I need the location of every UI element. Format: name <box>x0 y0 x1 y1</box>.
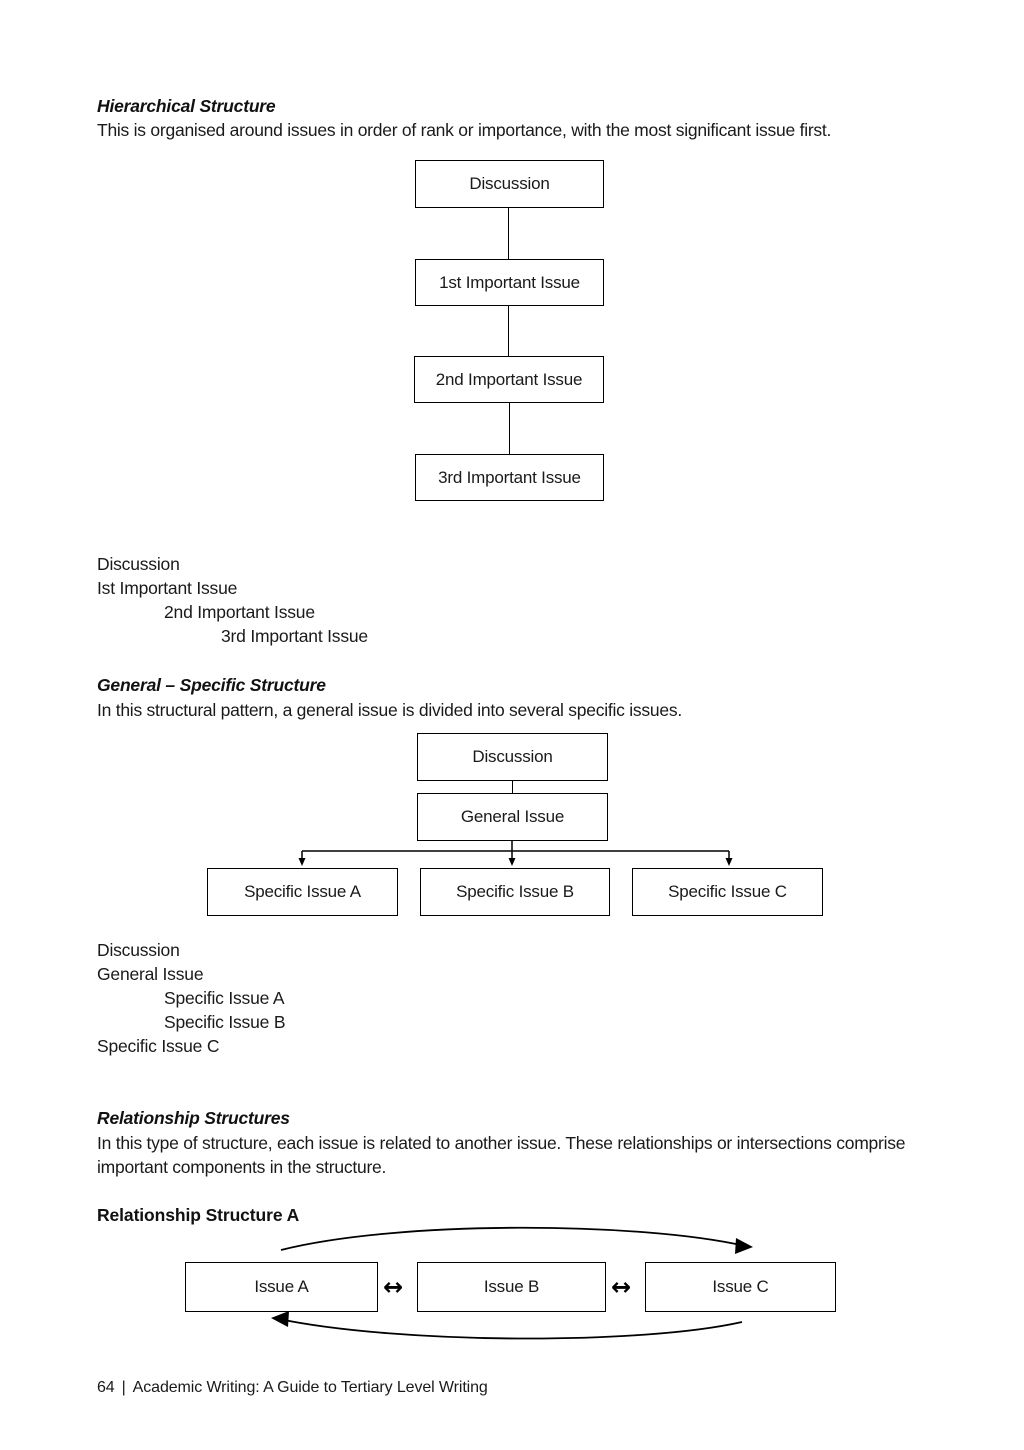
heading-relationship-structures: Relationship Structures <box>97 1108 290 1128</box>
heading-general-specific-structure: General – Specific Structure <box>97 675 326 695</box>
outline-item-specific-issue-b: Specific Issue B <box>164 1012 286 1032</box>
heading-hierarchical-structure: Hierarchical Structure <box>97 96 276 116</box>
node-issue-b: Issue B <box>417 1262 606 1312</box>
outline-item-specific-issue-c: Specific Issue C <box>97 1036 220 1056</box>
outline-item-general-issue: General Issue <box>97 964 204 984</box>
node-specific-issue-b: Specific Issue B <box>420 868 610 916</box>
double-arrow-a-b-icon: ↔ <box>383 1273 404 1301</box>
connector-discussion-to-general <box>512 781 514 794</box>
node-discussion-hierarchical: Discussion <box>415 160 604 208</box>
footer-separator: | <box>121 1379 126 1396</box>
outline-item-3rd-important-issue: 3rd Important Issue <box>221 626 368 646</box>
page-footer: 64 | Academic Writing: A Guide to Tertiary… <box>97 1379 488 1397</box>
paragraph-relationship-structures: In this type of structure, each issue is… <box>97 1133 906 1177</box>
outline-item-discussion-2: Discussion <box>97 940 180 960</box>
node-specific-issue-c: Specific Issue C <box>632 868 823 916</box>
paragraph-general-specific-structure: In this structural pattern, a general is… <box>97 700 682 720</box>
footer-book-title: Academic Writing: A Guide to Tertiary Le… <box>132 1379 488 1396</box>
footer-page-number: 64 <box>97 1379 115 1396</box>
node-1st-important-issue: 1st Important Issue <box>415 259 604 306</box>
node-specific-issue-a: Specific Issue A <box>207 868 398 916</box>
heading-relationship-structure-a: Relationship Structure A <box>97 1205 300 1225</box>
outline-item-2nd-important-issue: 2nd Important Issue <box>164 602 315 622</box>
node-issue-c: Issue C <box>645 1262 836 1312</box>
node-general-issue: General Issue <box>417 793 608 841</box>
outline-item-discussion: Discussion <box>97 554 180 574</box>
node-2nd-important-issue: 2nd Important Issue <box>414 356 604 403</box>
paragraph-hierarchical-structure: This is organised around issues in order… <box>97 120 832 140</box>
node-issue-a: Issue A <box>185 1262 378 1312</box>
connector-discussion-to-issue1 <box>508 208 510 260</box>
connector-issue1-to-issue2 <box>508 306 510 356</box>
outline-item-specific-issue-a: Specific Issue A <box>164 988 285 1008</box>
node-3rd-important-issue: 3rd Important Issue <box>415 454 604 501</box>
node-discussion-general-specific: Discussion <box>417 733 608 781</box>
connector-issue2-to-issue3 <box>509 403 511 454</box>
double-arrow-b-c-icon: ↔ <box>611 1273 632 1301</box>
outline-item-1st-important-issue: Ist Important Issue <box>97 578 238 598</box>
